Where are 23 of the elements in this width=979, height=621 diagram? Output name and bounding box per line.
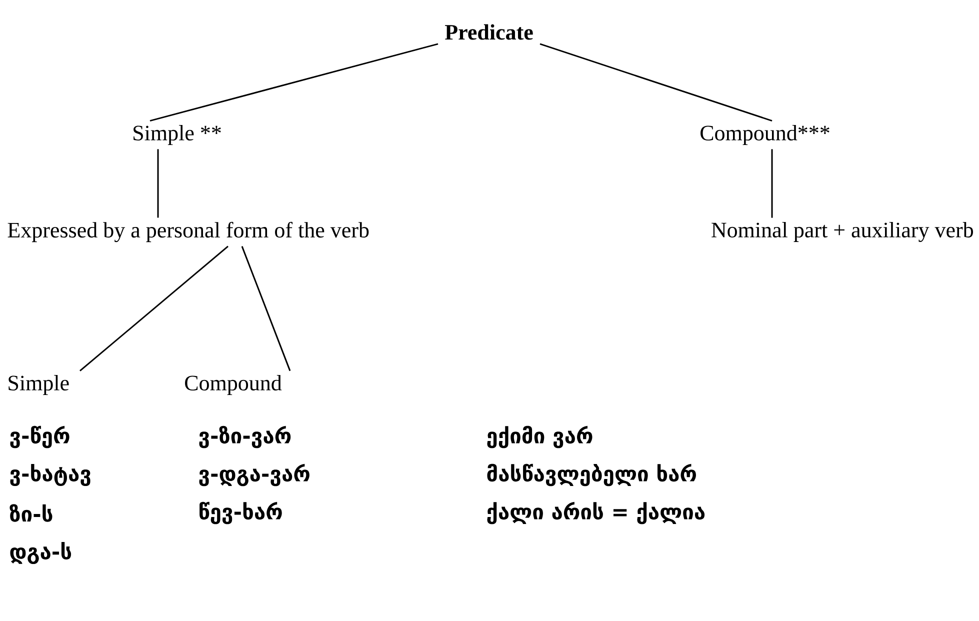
tree-line [540, 43, 772, 122]
example-text: ვ-დგა-ვარ [199, 464, 310, 486]
tree-label: Compound [185, 375, 282, 395]
tree-line [150, 43, 438, 122]
example-text: ზი-ს [10, 504, 52, 522]
tree-label: Simple [8, 375, 69, 395]
tree-label: Compound*** [700, 125, 830, 145]
example-text: წევ-ხარ [200, 502, 282, 524]
tree-line [157, 149, 159, 218]
example-text: ქალი არის = ქალია [487, 502, 705, 524]
tree-line [80, 246, 228, 372]
example-text: ექიმი ვარ [487, 426, 592, 448]
tree-label: Nominal part + auxiliary verb [712, 222, 973, 242]
tree-line [241, 246, 291, 372]
example-text: მასწავლებელი ხარ [487, 464, 696, 486]
example-text: ვ-წერ [10, 426, 70, 448]
tree-label: Expressed by a personal form of the verb [8, 222, 369, 242]
tree-label: Simple ** [134, 125, 221, 145]
tree-line [771, 149, 773, 218]
tree-label: Predicate [445, 24, 533, 40]
example-text: დგა-ს [10, 542, 72, 564]
example-text: ვ-ზი-ვარ [199, 426, 291, 448]
example-text: ვ-ხატავ [10, 464, 90, 486]
